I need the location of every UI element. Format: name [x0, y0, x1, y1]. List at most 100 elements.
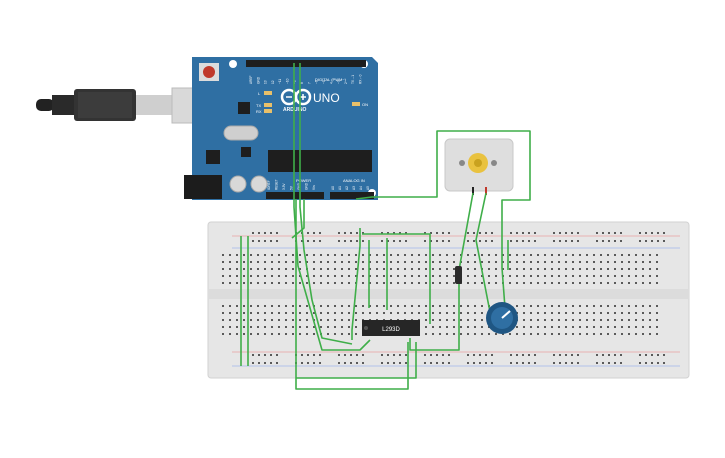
breadboard[interactable] [207, 221, 690, 379]
breadboard-hole [236, 319, 238, 321]
breadboard-hole [528, 240, 530, 242]
wire-motor-right[interactable] [501, 140, 531, 309]
breadboard-hole [572, 261, 574, 263]
breadboard-hole [299, 326, 301, 328]
l293d-driver-chip[interactable]: L293D [362, 320, 420, 336]
breadboard-hole [236, 312, 238, 314]
wire-5v[interactable] [291, 199, 305, 239]
breadboard-hole [467, 254, 469, 256]
breadboard-hole [341, 326, 343, 328]
breadboard-hole [481, 275, 483, 277]
breadboard-hole [418, 282, 420, 284]
arduino-uno-board[interactable]: L TX RX ON UNO ARDUINO ANALOG IN POWER D… [184, 57, 378, 200]
breadboard-hole [621, 282, 623, 284]
wire-motor-left[interactable] [355, 130, 531, 200]
breadboard-hole [278, 333, 280, 335]
breadboard-hole [495, 275, 497, 277]
breadboard-hole [473, 354, 475, 356]
breadboard-hole [607, 254, 609, 256]
digital-pin-label-8: 7 [307, 82, 311, 84]
breadboard-hole [488, 275, 490, 277]
breadboard-hole [645, 362, 647, 364]
breadboard-hole [558, 326, 560, 328]
breadboard-hole [278, 275, 280, 277]
potentiometer-icon[interactable] [486, 302, 518, 334]
jumper-wires[interactable] [240, 63, 531, 390]
breadboard-hole [467, 240, 469, 242]
breadboard-hole [439, 333, 441, 335]
breadboard-hole [355, 261, 357, 263]
breadboard-hole [460, 326, 462, 328]
breadboard-hole [319, 354, 321, 356]
breadboard-hole [614, 326, 616, 328]
wire-d10[interactable] [299, 63, 353, 345]
breadboard-hole [436, 354, 438, 356]
breadboard-hole [558, 261, 560, 263]
breadboard-hole [264, 305, 266, 307]
breadboard-hole [586, 319, 588, 321]
breadboard-hole [474, 326, 476, 328]
breadboard-hole [656, 333, 658, 335]
breadboard-hole [270, 362, 272, 364]
breadboard-hole [485, 232, 487, 234]
breadboard-hole [250, 326, 252, 328]
breadboard-hole [593, 275, 595, 277]
breadboard-hole [593, 319, 595, 321]
breadboard-hole [614, 268, 616, 270]
breadboard-hole [369, 254, 371, 256]
breadboard-hole [362, 268, 364, 270]
breadboard-hole [649, 312, 651, 314]
breadboard-hole [639, 240, 641, 242]
wire-motor-a[interactable] [409, 192, 474, 351]
breadboard-hole [448, 240, 450, 242]
breadboard-hole [334, 275, 336, 277]
power-header[interactable] [266, 192, 324, 199]
wire-ic-2[interactable] [362, 233, 431, 324]
breadboard-hole [404, 268, 406, 270]
breadboard-hole [257, 305, 259, 307]
breadboard-hole [301, 362, 303, 364]
breadboard-hole [586, 282, 588, 284]
breadboard-hole [607, 275, 609, 277]
wire-gnd-loop[interactable] [295, 199, 409, 390]
breadboard-hole [327, 261, 329, 263]
breadboard-hole [579, 319, 581, 321]
wire-ic-gnd[interactable] [296, 342, 417, 379]
breadboard-hole [558, 333, 560, 335]
breadboard-hole [534, 240, 536, 242]
digital-header[interactable] [246, 60, 366, 67]
breadboard-hole [572, 326, 574, 328]
breadboard-hole [313, 232, 315, 234]
breadboard-hole [537, 268, 539, 270]
digital-pin-label-3: 12 [271, 80, 275, 84]
analog-label: ANALOG IN [343, 178, 365, 183]
power-jack[interactable] [184, 175, 222, 199]
breadboard-hole [593, 261, 595, 263]
breadboard-hole [593, 312, 595, 314]
breadboard-hole [320, 312, 322, 314]
breadboard-hole [258, 362, 260, 364]
breadboard-hole [243, 282, 245, 284]
breadboard-hole [656, 268, 658, 270]
breadboard-hole [341, 282, 343, 284]
breadboard-hole [355, 319, 357, 321]
wire-ic-1[interactable] [351, 228, 361, 340]
breadboard-hole [285, 312, 287, 314]
analog-header[interactable] [330, 192, 374, 199]
capacitor[interactable] [455, 266, 462, 284]
wire-d9[interactable] [293, 63, 371, 351]
breadboard-hole [418, 254, 420, 256]
breadboard-hole [252, 232, 254, 234]
breadboard-hole [516, 275, 518, 277]
breadboard-hole [397, 254, 399, 256]
breadboard-hole [523, 261, 525, 263]
breadboard-hole [257, 261, 259, 263]
breadboard-hole [369, 275, 371, 277]
breadboard-hole [299, 305, 301, 307]
breadboard-hole [530, 282, 532, 284]
breadboard-hole [460, 312, 462, 314]
breadboard-hole [530, 261, 532, 263]
dc-motor-icon[interactable] [444, 138, 514, 195]
